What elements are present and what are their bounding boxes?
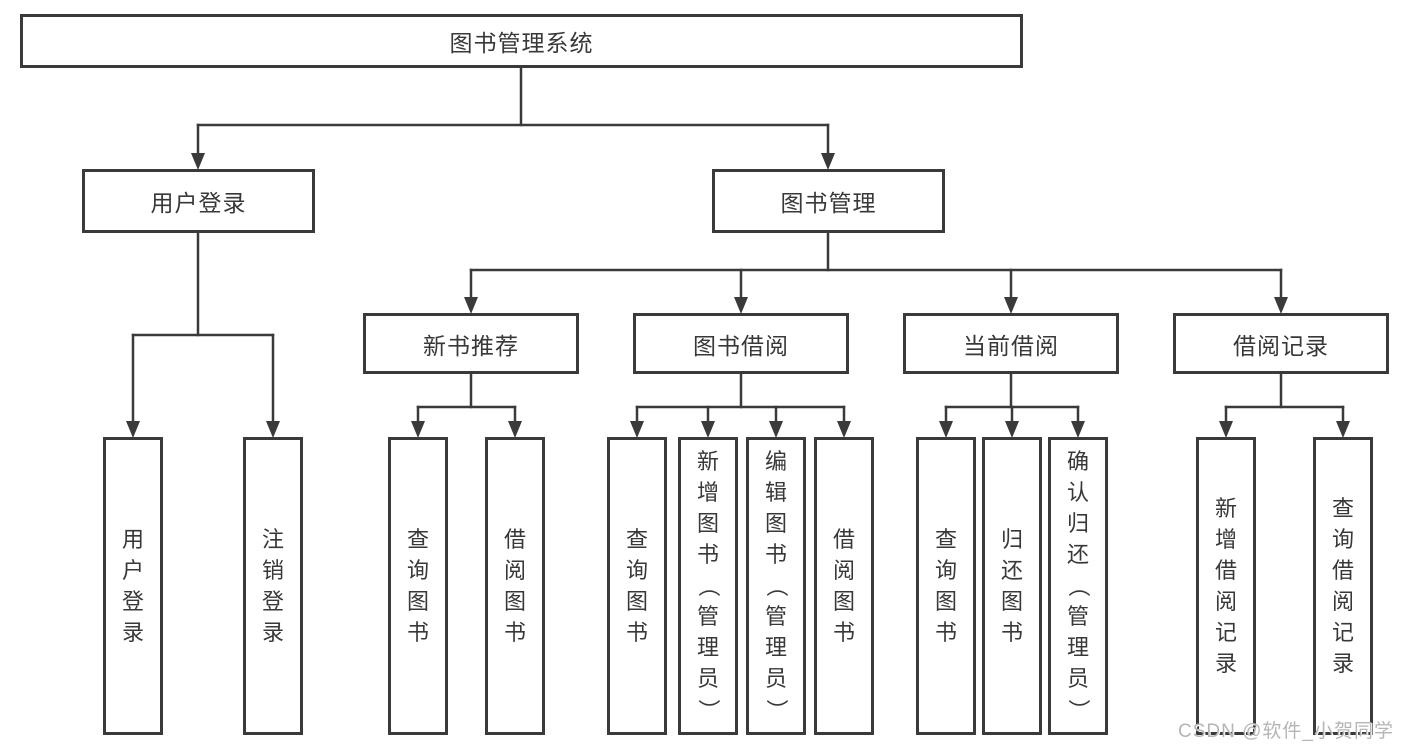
leaf-user-login: 用户登录 (103, 437, 163, 735)
leaf-borrow-books: 借阅图书 (814, 437, 874, 735)
node-book-management: 图书管理 (712, 169, 945, 233)
leaf-query-books-current: 查询图书 (916, 437, 976, 735)
node-label: 图书借阅 (693, 332, 789, 359)
node-label: 新书推荐 (423, 332, 519, 359)
leaf-logout: 注销登录 (243, 437, 303, 735)
node-label: 用户登录 (150, 190, 247, 216)
node-label: 当前借阅 (963, 332, 1059, 359)
leaf-edit-books-admin: 编辑图书（管理员） (746, 437, 806, 735)
node-user-login: 用户登录 (82, 169, 315, 233)
leaf-query-borrow-record: 查询借阅记录 (1313, 437, 1373, 735)
node-label: 图书管理 (780, 190, 877, 216)
leaf-query-books-borrow: 查询图书 (607, 437, 667, 735)
node-new-book-recommend: 新书推荐 (363, 313, 579, 374)
node-book-borrowing: 图书借阅 (633, 313, 849, 374)
node-label: 借阅记录 (1233, 332, 1329, 359)
node-library-management-system: 图书管理系统 (20, 14, 1023, 68)
csdn-watermark: CSDN @软件_小贺同学 (1178, 721, 1394, 742)
node-current-borrowing: 当前借阅 (903, 313, 1119, 374)
node-borrowing-records: 借阅记录 (1173, 313, 1389, 374)
leaf-add-borrow-record: 新增借阅记录 (1196, 437, 1256, 735)
leaf-borrow-books-recommend: 借阅图书 (485, 437, 545, 735)
leaf-confirm-return-admin: 确认归还（管理员） (1048, 437, 1108, 735)
node-label: 图书管理系统 (449, 30, 594, 56)
leaf-query-books-recommend: 查询图书 (388, 437, 448, 735)
leaf-add-books-admin: 新增图书（管理员） (678, 437, 738, 735)
leaf-return-books: 归还图书 (982, 437, 1042, 735)
